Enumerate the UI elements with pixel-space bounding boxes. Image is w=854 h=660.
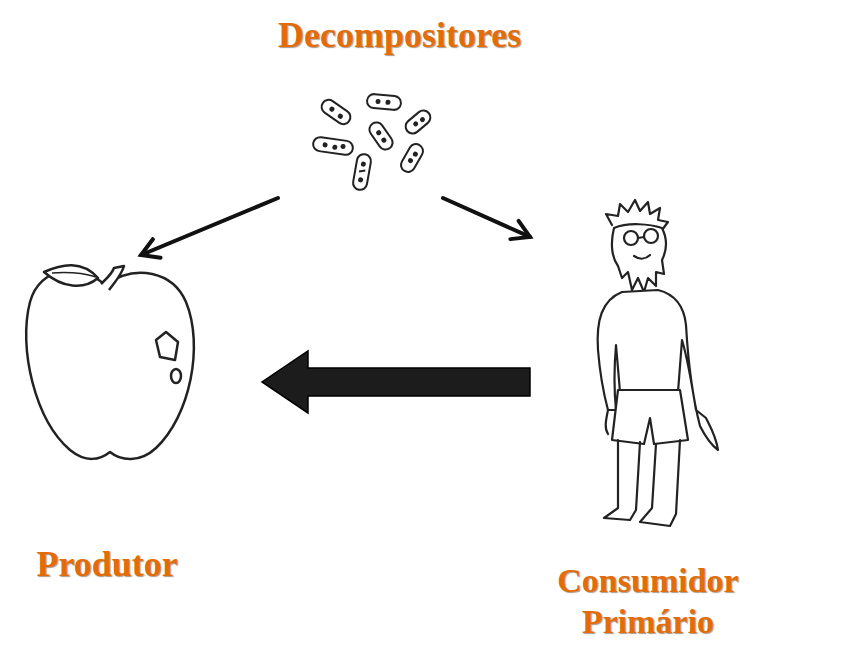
bacterium (366, 94, 401, 111)
hand (606, 410, 608, 434)
arrow-line (141, 198, 278, 255)
arrow-head (141, 239, 161, 257)
bacterium (352, 153, 372, 191)
right-leg (640, 440, 680, 526)
bacteria-cluster (312, 94, 433, 191)
head-and-beard (612, 224, 666, 292)
block-arrow-shape (262, 351, 530, 413)
arrow-line (443, 198, 530, 237)
left-leg (604, 440, 640, 520)
apple-leaf (44, 265, 98, 285)
flow-arrow (141, 198, 278, 258)
bacterium (367, 120, 396, 153)
glasses (638, 237, 644, 238)
bacterium (398, 142, 425, 175)
bacterium (312, 136, 354, 155)
glasses (644, 229, 658, 243)
apple-highlight (156, 332, 178, 360)
bacterium (403, 108, 433, 137)
bacterium (319, 97, 353, 127)
apple-drawing (26, 265, 194, 459)
leaf-vein (52, 272, 96, 277)
labelled-figure: Consumidor Primário (530, 200, 766, 645)
trophic-label: Decompositores (278, 14, 521, 57)
labelled-figure: Decompositores (260, 12, 545, 198)
flow-arrow (443, 198, 530, 239)
apple-stem (101, 266, 124, 290)
trophic-label: Consumidor Primário (534, 561, 762, 643)
labelled-figure: Produtor (20, 255, 262, 590)
shorts (612, 390, 688, 444)
mouth (634, 255, 650, 259)
trophic-label: Produtor (36, 543, 177, 586)
apple-body (26, 271, 194, 459)
arrow-head (510, 221, 530, 239)
torso-and-arms (598, 290, 718, 450)
apple-highlight (171, 369, 181, 383)
man-drawing (598, 200, 718, 526)
block-arrow (262, 351, 530, 413)
glasses (624, 231, 638, 245)
